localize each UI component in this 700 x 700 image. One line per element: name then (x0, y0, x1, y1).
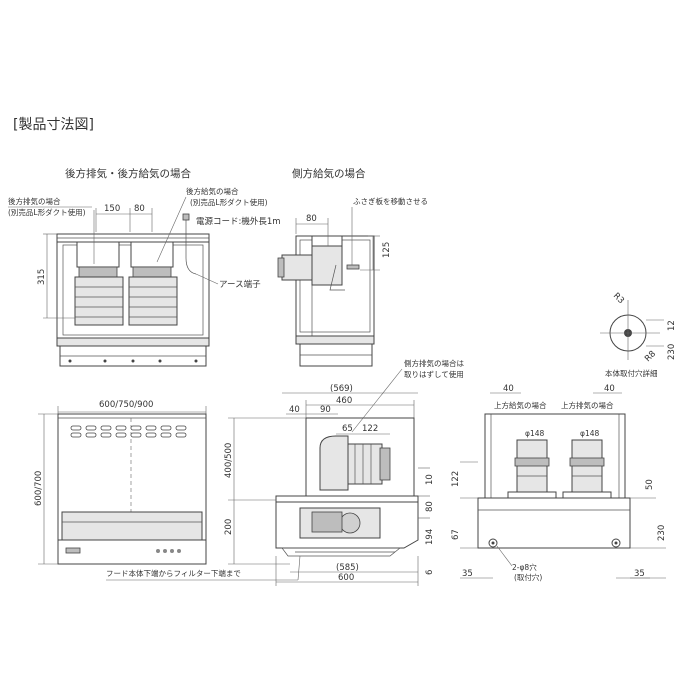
view-title-rear-rear: 後方排気・後方給気の場合 (65, 167, 191, 180)
note-top-intake: 上方給気の場合 (494, 400, 547, 410)
control-button-4 (177, 549, 181, 553)
dim-40-c: 40 (604, 384, 615, 394)
note-hole-2: (取付穴) (514, 572, 542, 582)
control-button-1 (156, 549, 160, 553)
dim-230-b: 230 (667, 344, 677, 360)
dim-6: 6 (425, 570, 435, 575)
dim-r3: R3 (611, 291, 626, 306)
note-filter: フード本体下端からフィルター下端まで (106, 568, 241, 578)
dim-80-c: 80 (425, 501, 435, 512)
note-rear-exhaust-1: 後方排気の場合 (8, 196, 61, 206)
note-mount-detail: 本体取付穴詳細 (605, 368, 658, 378)
dim-50: 50 (645, 479, 655, 490)
dim-90: 90 (320, 405, 331, 415)
note-cord: 電源コード:機外長1m (196, 216, 281, 227)
view-side: (569) 460 40 90 65 122 10 (106, 358, 464, 586)
dim-150: 150 (104, 204, 120, 214)
dim-10: 10 (425, 474, 435, 485)
dim-315: 315 (37, 269, 47, 285)
control-button-3 (170, 549, 174, 553)
dim-122-b: 122 (451, 471, 461, 487)
dim-67: 67 (451, 529, 461, 540)
dim-460: 460 (336, 396, 352, 406)
rear-exhaust-duct (74, 241, 124, 326)
dim-35-b: 35 (634, 569, 645, 579)
control-button-2 (163, 549, 167, 553)
dim-122-a: 122 (362, 424, 378, 434)
note-rear-intake-2: (別売品L形ダクト使用) (190, 197, 268, 207)
phi-148-a: φ148 (525, 429, 544, 438)
dim-194: 194 (425, 529, 435, 545)
dim-12: 12 (667, 320, 677, 331)
dim-200: 200 (224, 519, 234, 535)
dim-569: (569) (330, 384, 353, 394)
dim-35-a: 35 (462, 569, 473, 579)
side-exhaust-duct (319, 435, 391, 491)
dim-400-500: 400/500 (224, 443, 234, 478)
dim-600: 600 (338, 573, 354, 583)
dim-585: (585) (336, 563, 359, 573)
note-side-exhaust-2: 取りはずして使用 (404, 369, 464, 379)
view-mount-detail: R3 R8 12 230 本体取付穴詳細 (600, 291, 677, 378)
rear-intake-duct (128, 241, 178, 326)
dim-230-a: 230 (657, 525, 667, 541)
dim-r8: R8 (643, 349, 658, 364)
view-front: 600/750/900 (34, 400, 207, 565)
dim-front-height: 600/700 (34, 471, 44, 506)
note-hole: 2-φ8穴 (512, 562, 537, 572)
vent-slots (70, 425, 187, 438)
dim-80-a: 80 (134, 204, 145, 214)
dim-40-a: 40 (289, 405, 300, 415)
dim-125: 125 (382, 242, 392, 258)
view-rear-rear: 後方排気・後方給気の場合 (8, 167, 281, 367)
dim-front-width: 600/750/900 (99, 400, 153, 410)
view-side-intake: 側方給気の場合 80 125 ふさぎ板を移動させる (277, 167, 428, 367)
note-top-exhaust: 上方排気の場合 (561, 400, 614, 410)
dim-40-b: 40 (503, 384, 514, 394)
dim-80-b: 80 (306, 214, 317, 224)
view-top: 40 40 上方給気の場合 上方排気の場合 φ148 φ148 122 67 5 (451, 384, 667, 582)
view-title-side-intake: 側方給気の場合 (292, 167, 366, 180)
note-rear-intake-1: 後方給気の場合 (186, 186, 239, 196)
note-earth: アース端子 (219, 279, 261, 290)
page-title: [製品寸法図] (13, 117, 94, 133)
phi-148-b: φ148 (580, 429, 599, 438)
dim-65: 65 (342, 424, 353, 434)
note-move-cover: ふさぎ板を移動させる (353, 196, 428, 206)
note-rear-exhaust-2: (別売品L形ダクト使用) (8, 207, 86, 217)
note-side-exhaust-1: 側方排気の場合は (404, 358, 464, 368)
